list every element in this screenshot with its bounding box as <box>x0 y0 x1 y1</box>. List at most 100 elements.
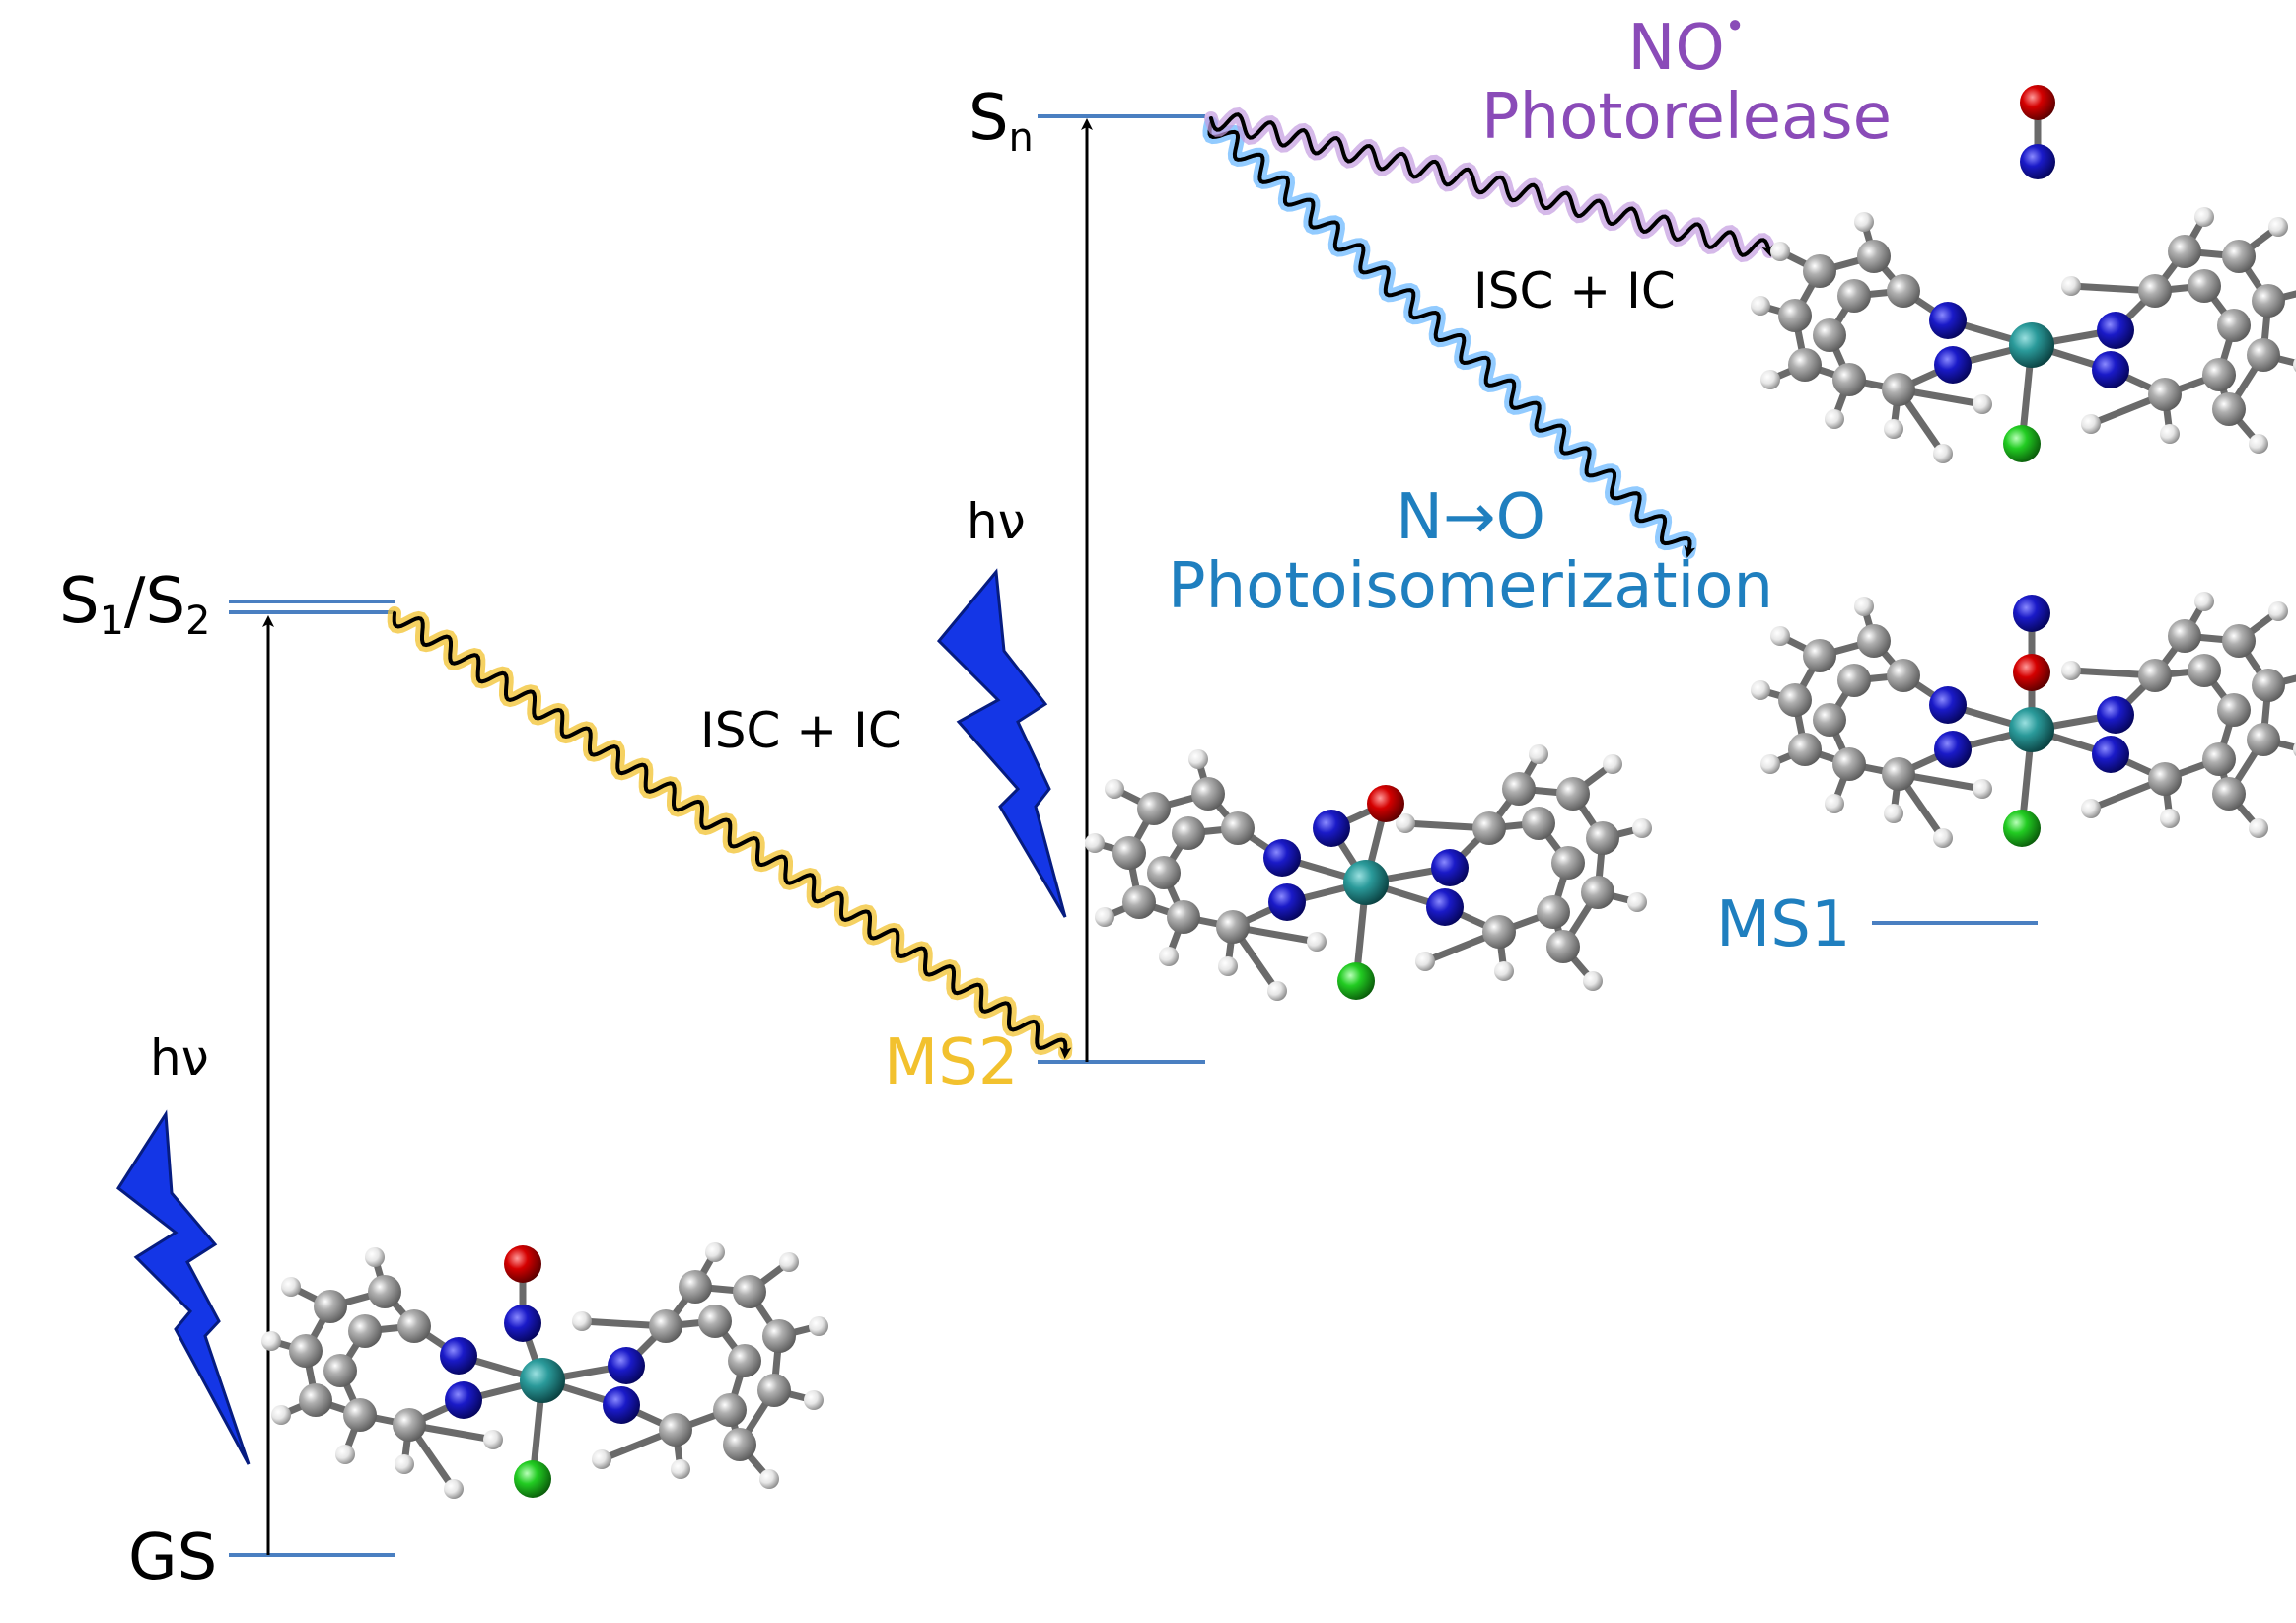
hydrogen-atom <box>1583 971 1603 991</box>
hydrogen-atom <box>705 1242 725 1262</box>
carbon-atom <box>1803 639 1836 672</box>
hydrogen-atom <box>804 1390 824 1410</box>
oxygen-atom <box>504 1245 541 1283</box>
label-sn-sub: n <box>1008 114 1034 161</box>
hydrogen-atom <box>1854 212 1874 232</box>
hydrogen-atom <box>1884 419 1903 439</box>
carbon-atom <box>1167 900 1200 934</box>
carbon-atom <box>1522 807 1555 840</box>
nitrogen-atom <box>608 1347 645 1384</box>
hydrogen-atom <box>1933 444 1953 463</box>
chlorine-atom <box>2003 425 2041 462</box>
carbon-atom <box>649 1309 682 1343</box>
label-n-to-o: N→O <box>1396 481 1545 554</box>
label-gs: GS <box>128 1521 218 1594</box>
carbon-atom <box>2168 619 2201 653</box>
hydrogen-atom <box>1095 907 1114 927</box>
nitrogen-atom <box>1431 849 1469 886</box>
oxygen-atom <box>1367 785 1404 822</box>
molecule-model-icon <box>1751 592 2296 848</box>
label-sn-letter: S <box>969 82 1009 155</box>
carbon-atom <box>289 1334 323 1368</box>
carbon-atom <box>2212 392 2246 426</box>
carbon-atom <box>1216 910 1250 944</box>
carbon-atom <box>1172 816 1205 850</box>
chlorine-atom <box>1337 962 1375 1000</box>
hydrogen-atom <box>809 1316 828 1336</box>
label-no-radical-line: NO• <box>1479 9 1894 83</box>
label-photoisomerization: Photoisomerization <box>1167 550 1774 624</box>
hydrogen-atom <box>2268 601 2288 621</box>
carbon-atom <box>2202 358 2236 391</box>
hydrogen-atom <box>281 1277 301 1297</box>
label-s2-sub: 2 <box>185 598 211 644</box>
carbon-atom <box>723 1428 756 1461</box>
nitrogen-atom <box>1426 888 1464 926</box>
carbon-atom <box>2138 659 2172 692</box>
carbon-atom <box>733 1275 766 1308</box>
nitrogen-atom <box>504 1305 541 1342</box>
nitrogen-atom <box>440 1337 477 1375</box>
hydrogen-atom <box>2293 741 2296 757</box>
hydrogen-atom <box>1529 744 1548 764</box>
hydrogen-atom <box>2249 818 2268 838</box>
carbon-atom <box>1837 279 1871 313</box>
hydrogen-atom <box>1933 828 1953 848</box>
carbon-atom <box>679 1270 712 1304</box>
nitrogen-atom <box>1929 302 1967 339</box>
carbon-atom <box>348 1314 382 1348</box>
nitrogen-atom <box>1929 686 1967 724</box>
carbon-atom <box>2148 762 2182 796</box>
nitrogen-atom <box>2097 696 2134 734</box>
carbon-atom <box>2247 723 2280 756</box>
carbon-atom <box>659 1413 692 1447</box>
hydrogen-atom <box>1884 804 1903 823</box>
hydrogen-atom <box>1105 779 1124 799</box>
chlorine-atom <box>2003 810 2041 847</box>
hydrogen-atom <box>365 1247 385 1267</box>
carbon-atom <box>713 1393 747 1427</box>
carbon-atom <box>1803 254 1836 288</box>
ruthenium-atom <box>1343 860 1389 905</box>
hydrogen-atom <box>1159 947 1179 966</box>
label-isc-ic-right: ISC + IC <box>1473 262 1676 319</box>
hydrogen-atom <box>1825 409 1844 429</box>
carbon-atom <box>1837 664 1871 697</box>
carbon-atom <box>343 1398 377 1432</box>
carbon-atom <box>1482 915 1516 949</box>
hydrogen-atom <box>2194 592 2214 611</box>
carbon-atom <box>2148 378 2182 411</box>
hydrogen-atom <box>1218 956 1238 976</box>
carbon-atom <box>368 1275 401 1308</box>
carbon-atom <box>1112 836 1146 870</box>
hydrogen-atom <box>1494 961 1514 981</box>
nitrogen-atom <box>2092 736 2129 773</box>
hydrogen-atom <box>1770 626 1790 646</box>
carbon-atom <box>397 1309 431 1343</box>
hydrogen-atom <box>592 1449 611 1469</box>
hydrogen-atom <box>1627 892 1647 912</box>
carbon-atom <box>2252 284 2285 318</box>
hydrogen-atom <box>1825 794 1844 813</box>
carbon-atom <box>728 1344 761 1377</box>
nitrogen-atom <box>2097 312 2134 349</box>
molecule-model-icon <box>1751 207 2296 463</box>
label-s1-s2: S1/S2 <box>59 570 210 641</box>
label-s1-letter: S <box>59 565 100 638</box>
carbon-atom <box>393 1408 426 1442</box>
carbon-atom <box>1586 821 1619 855</box>
carbon-atom <box>323 1354 357 1387</box>
carbon-atom <box>2217 693 2251 727</box>
label-n-o-photoisomerization: N→O Photoisomerization <box>1160 483 1781 622</box>
oxygen-atom <box>2013 654 2050 691</box>
ruthenium-atom <box>520 1358 565 1403</box>
carbon-atom <box>2202 742 2236 776</box>
hydrogen-atom <box>2061 276 2081 296</box>
carbon-atom <box>757 1374 791 1407</box>
carbon-atom <box>1537 895 1570 929</box>
carbon-atom <box>299 1383 332 1417</box>
nitrogen-atom <box>2092 351 2129 388</box>
carbon-atom <box>1788 733 1822 766</box>
